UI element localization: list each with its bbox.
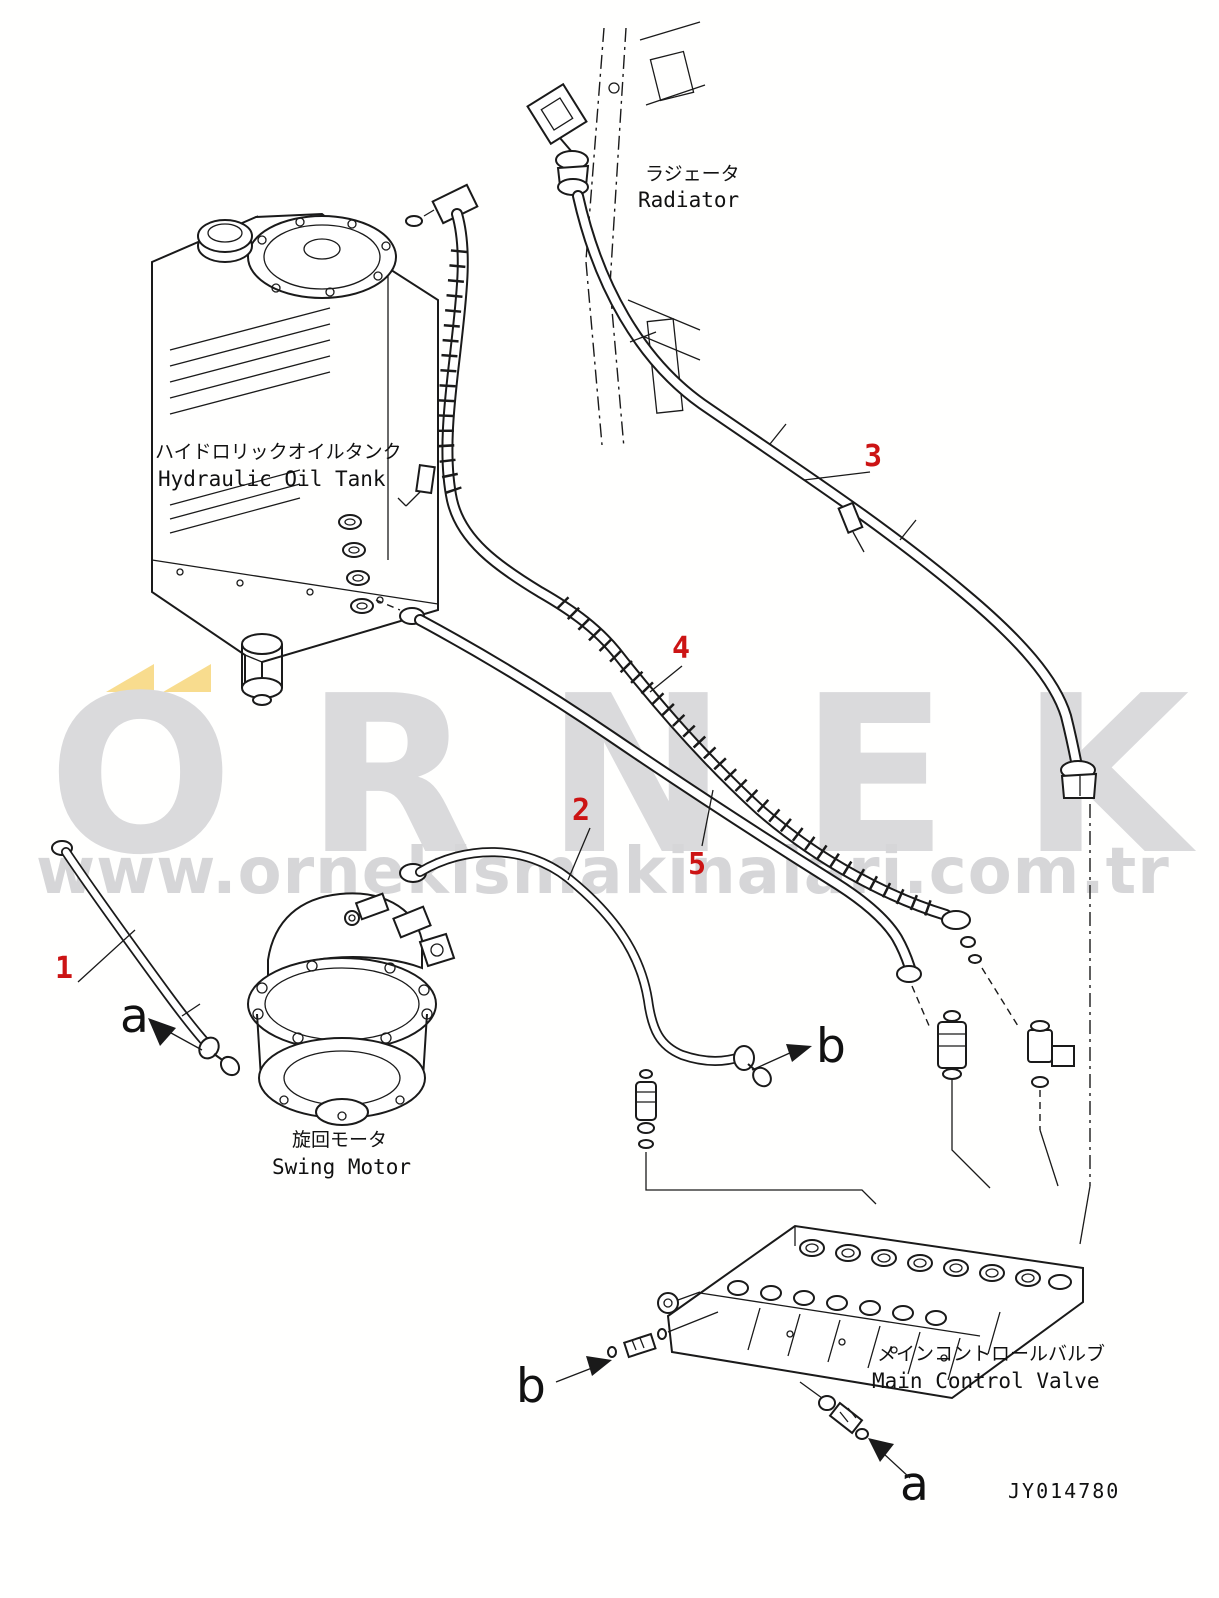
hose-3 [572,190,1098,1245]
swing-motor-drawing [247,892,456,1126]
tank-label-ja: ハイドロリックオイルタンク [155,441,402,463]
swing-motor-label-ja: 旋回モータ [292,1129,387,1151]
main-control-valve-drawing [607,1224,1084,1440]
callout-5: 5 [688,847,706,882]
hose-1-end-fitting [198,1036,241,1077]
callout-1: 1 [55,951,73,986]
radiator-label-en: Radiator [638,188,739,212]
watermark-url: www.ornekismakinalari.com.tr [36,835,1170,909]
valve-inlet-fittings [937,1010,1075,1189]
hose-1 [51,840,241,1077]
hydraulic-oil-tank-drawing [151,183,479,706]
callouts: 1 2 3 4 5 [55,439,882,986]
callout-2: 2 [572,793,590,828]
connection-points: a b b a [120,989,929,1512]
connection-b-upper: b [816,1019,846,1074]
hose-4-end-fitting [941,910,982,964]
callout-3: 3 [864,439,882,474]
connection-b-lower: b [516,1359,546,1414]
tank-side-ports [338,514,374,614]
valve-fitting-a [799,1381,869,1440]
tank-label-en: Hydraulic Oil Tank [158,467,386,491]
hose-2-connector [635,1069,657,1149]
hose-2 [399,847,877,1205]
tank-top-fitting [405,183,479,227]
connection-a-lower: a [900,1457,929,1512]
valve-label-en: Main Control Valve [872,1369,1100,1393]
radiator-hose-fitting [526,82,590,196]
radiator-drawing [526,21,706,449]
valve-plug-b [607,1311,719,1359]
drawing-number: JY014780 [1008,1479,1120,1503]
hose-3-end-fitting [1060,760,1098,799]
hose-4 [397,208,1019,1027]
watermark-brand: ORNEK [48,650,1219,903]
valve-label-ja: メインコントロールバルブ [877,1342,1105,1365]
valve-ports [727,1239,1072,1326]
hose-2-elbow-fitting [733,1045,772,1088]
swing-motor-label-en: Swing Motor [272,1155,411,1179]
radiator-label-ja: ラジェータ [645,163,740,185]
hose-5 [375,599,931,1029]
connection-a-upper: a [120,989,149,1044]
callout-4: 4 [672,631,690,666]
